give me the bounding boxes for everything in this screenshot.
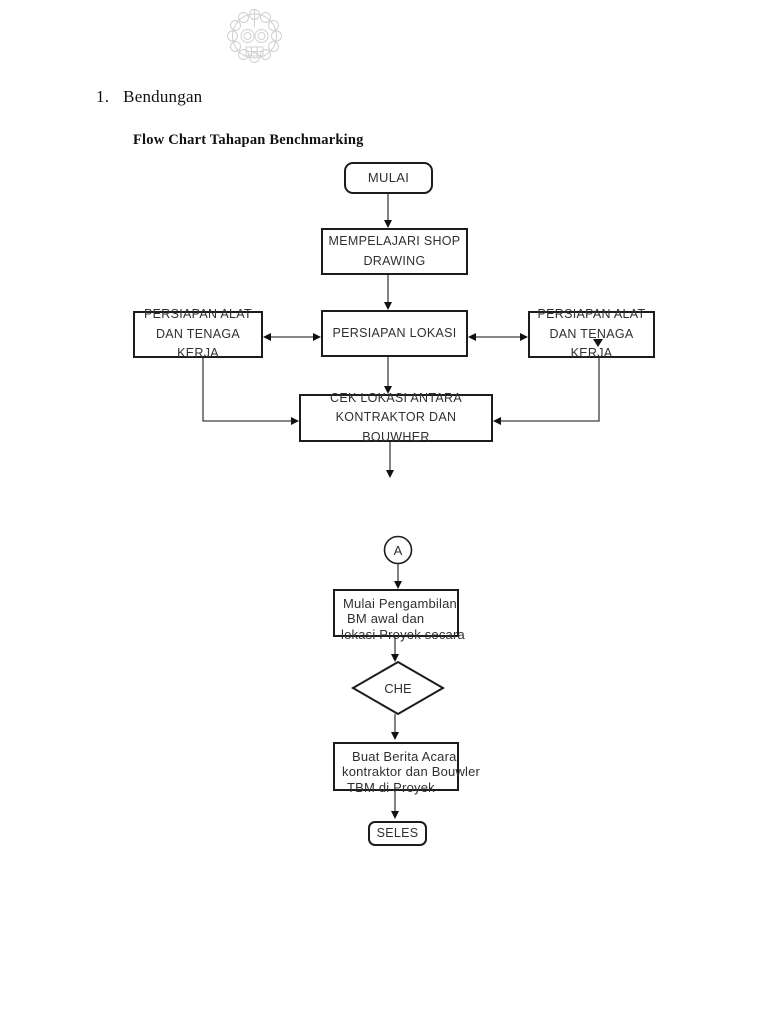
flowchart-node-end: SELES <box>368 821 427 846</box>
flowchart-node-bm-start: Mulai Pengambilan BM awal dan lokasi Pro… <box>333 589 465 642</box>
section-heading: 1. Bendungan <box>96 87 202 107</box>
heading-number: 1. <box>96 87 110 106</box>
flowchart-node-center-prep: PERSIAPAN LOKASI <box>321 310 468 357</box>
check-location-label: CEK LOKASI ANTARA KONTRAKTOR DAN BOUWHER <box>330 390 462 444</box>
decision-diamond-shape <box>351 660 445 716</box>
off-page-connector-shape <box>383 535 413 565</box>
decision-label: CHE <box>384 680 412 696</box>
left-prep-label: PERSIAPAN ALAT DAN TENAGA KERJA <box>144 307 252 361</box>
end-label: SELES <box>376 825 419 840</box>
heading-text: Bendungan <box>123 87 203 106</box>
right-prep-label: PERSIAPAN ALAT DAN TENAGA KERJA <box>537 307 646 361</box>
flowchart-node-left-prep: PERSIAPAN ALAT DAN TENAGA KERJA <box>133 307 263 360</box>
flowchart-node-right-prep: PERSIAPAN ALAT DAN TENAGA KERJA <box>528 307 655 360</box>
flowchart-node-check-location: CEK LOKASI ANTARA KONTRAKTOR DAN BOUWHER <box>299 391 493 444</box>
flowchart-node-start: MULAI <box>344 162 433 194</box>
flowchart-node-berita-acara: Buat Berita Acara kontraktor dan Bouwler… <box>333 742 480 795</box>
university-seal-watermark-logo <box>227 9 282 63</box>
flowchart-node-shop-drawing: MEMPELAJARI SHOP DRAWING <box>321 228 468 275</box>
shop-drawing-label: MEMPELAJARI SHOP DRAWING <box>328 234 461 268</box>
off-page-connector-label: A <box>393 542 403 558</box>
center-prep-label: PERSIAPAN LOKASI <box>332 325 457 340</box>
start-label: MULAI <box>367 169 410 185</box>
flowchart-title: Flow Chart Tahapan Benchmarking <box>133 132 364 148</box>
stray-arrowhead-artifact-icon <box>593 339 603 347</box>
